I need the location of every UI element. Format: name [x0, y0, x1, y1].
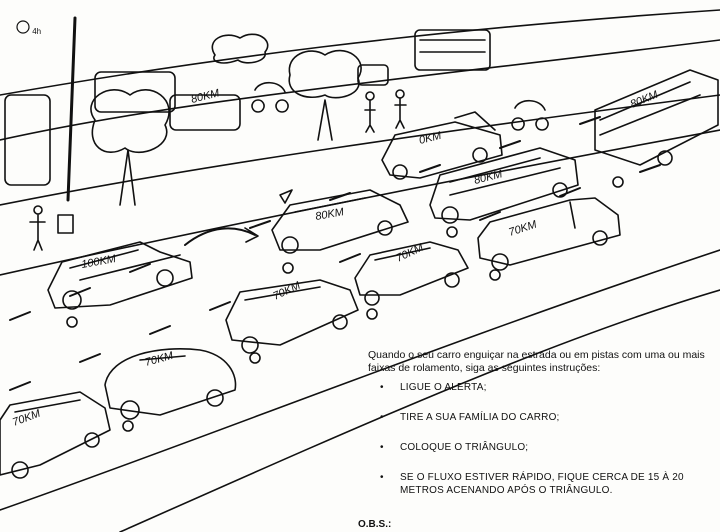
- label-car-80km: 80KM: [314, 206, 345, 223]
- pickup-70km: [477, 197, 621, 271]
- instruction-text: LIGUE O ALERTA;: [400, 382, 487, 393]
- motorcycle-right: [511, 99, 549, 131]
- car-back-left: [169, 94, 241, 131]
- bullet: •: [380, 442, 384, 453]
- car-70km-sedan: [225, 279, 359, 354]
- bus-top: [414, 29, 491, 71]
- tree-left: [90, 89, 170, 206]
- circle-sign-icon: [16, 20, 30, 34]
- corner-sign: 4h: [16, 20, 41, 36]
- bus-right: [594, 69, 719, 166]
- car-70km-bottom: [0, 391, 111, 479]
- label-small-car-70km: 70KM: [394, 241, 426, 264]
- motorcycle-left: [251, 81, 289, 113]
- instruction-text: SE O FLUXO ESTIVER RÁPIDO, FIQUE CERCA D…: [400, 472, 684, 496]
- car-80km-mid: [271, 189, 409, 254]
- car-far: [357, 64, 389, 86]
- instruction-text: TIRE A SUA FAMÍLIA DO CARRO;: [400, 412, 560, 423]
- corner-sign-text: 4h: [32, 27, 42, 36]
- warning-triangle: [279, 189, 293, 204]
- person-waving: [29, 214, 46, 251]
- car-100km: [47, 241, 193, 310]
- label-wagon-80km: 80KM: [473, 168, 505, 187]
- instruction-text: COLOQUE O TRIÂNGULO;: [400, 442, 529, 453]
- beetle-70km: [104, 347, 237, 420]
- bus-back-left: [94, 71, 176, 113]
- far-road-edge: [0, 9, 720, 96]
- direction-arrow: [184, 227, 256, 246]
- tree-middle: [288, 49, 362, 141]
- bullet: •: [380, 472, 384, 483]
- exhaust-puffs: [66, 176, 624, 432]
- bullet: •: [380, 412, 384, 423]
- instructions-panel: Quando o seu carro enguiçar na estrada o…: [368, 349, 708, 514]
- label-car-0km: 0KM: [418, 130, 444, 147]
- label-sedan-70km: 70KM: [271, 279, 303, 302]
- utility-pole: [66, 16, 77, 202]
- instructions-list: • LIGUE O ALERTA; • TIRE A SUA FAMÍLIA DO …: [368, 381, 708, 497]
- instruction-item: • COLOQUE O TRIÂNGULO;: [380, 441, 708, 454]
- obs-label: O.B.S.:: [358, 519, 392, 530]
- label-bottom-car-70km: 70KM: [11, 407, 43, 428]
- instruction-item: • SE O FLUXO ESTIVER RÁPIDO, FIQUE CERCA …: [380, 471, 708, 497]
- shoulder-edge: [119, 289, 720, 532]
- bullet: •: [380, 382, 384, 393]
- car-0km: [381, 111, 503, 180]
- car-80km-wagon: [429, 147, 579, 224]
- tree-top: [211, 33, 269, 64]
- instructions-intro: Quando o seu carro enguiçar na estrada o…: [368, 349, 705, 374]
- lane-dashes: [9, 116, 661, 391]
- instruction-item: • TIRE A SUA FAMÍLIA DO CARRO;: [380, 411, 708, 424]
- car-70km-small: [354, 241, 469, 306]
- instruction-item: • LIGUE O ALERTA;: [380, 381, 708, 394]
- median-edge: [0, 94, 720, 206]
- label-bus-80km: 80KM: [629, 89, 661, 111]
- truck-left-edge: [4, 94, 51, 186]
- far-road-edge-2: [0, 39, 720, 141]
- label-pickup-70km: 70KM: [507, 218, 539, 239]
- road-bottom-edge: [0, 249, 720, 511]
